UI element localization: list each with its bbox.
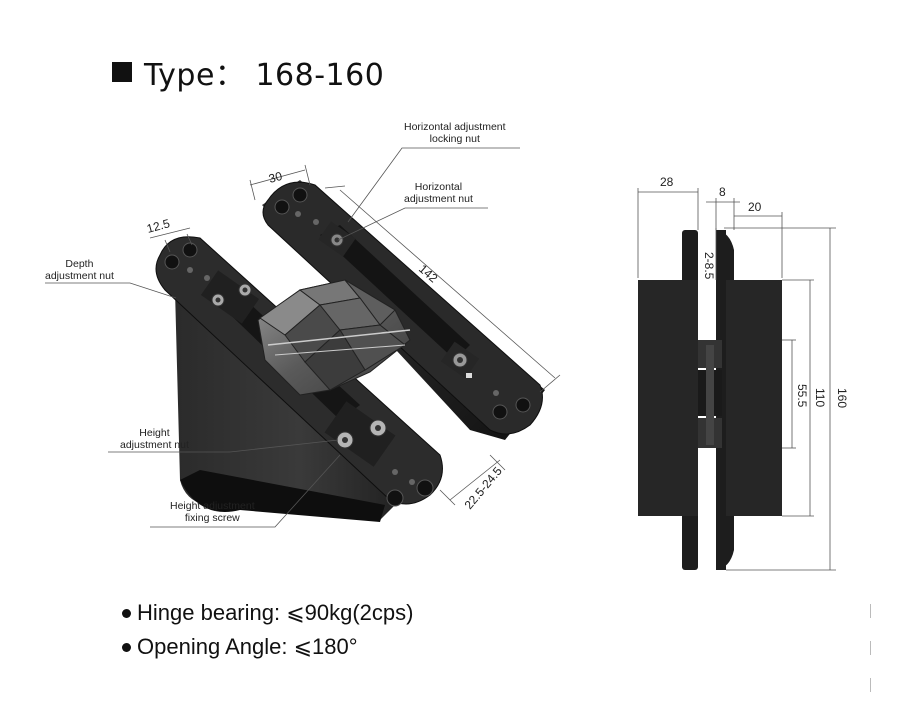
page-title: Type： 168-160 [112,50,384,94]
dim-8: 8 [719,185,726,199]
spec-hinge-bearing: Hinge bearing: ⩽90kg(2cps) [122,600,413,626]
callout-height-fixing-screw: Height adjustment fixing screw [170,500,255,524]
callout-horizontal-adjustment-nut: Horizontal adjustment nut [404,181,473,205]
callout-text: Depth adjustment nut [45,258,114,282]
callout-depth-adjustment-nut: Depth adjustment nut [45,258,114,282]
callout-text: Horizontal adjustment nut [404,181,473,205]
dim-12-5: 12.5 [145,216,171,236]
bullet-icon [122,642,131,652]
dim-22-5-24-5: 22.5-24.5 [462,464,506,512]
dim-28: 28 [660,175,674,189]
edge-tick [870,678,871,692]
hinge-side-view [638,230,782,570]
hinge-3d-view [155,180,545,522]
edge-tick [870,604,871,618]
dim-160: 160 [835,388,849,408]
dim-2-8-5: 2-8.5 [702,252,716,280]
dim-55-5: 55.5 [795,384,809,408]
square-bullet-icon [112,62,132,82]
callout-text: Horizontal adjustment locking nut [404,121,506,145]
title-text: Type： 168-160 [144,58,385,93]
edge-tick [870,641,871,655]
callout-height-adjustment-nut: Height adjustment nut [120,427,189,451]
callout-text: Height adjustment nut [120,427,189,451]
spec-text: Hinge bearing: ⩽90kg(2cps) [137,600,414,625]
spec-opening-angle: Opening Angle: ⩽180° [122,634,358,660]
dim-30: 30 [267,169,284,186]
dim-110: 110 [813,388,827,407]
hinge-knuckle [257,279,411,396]
spec-text: Opening Angle: ⩽180° [137,634,358,659]
callout-lines [45,147,520,528]
callout-horizontal-locking-nut: Horizontal adjustment locking nut [404,121,506,145]
dim-20: 20 [748,200,762,214]
dimension-lines-right [637,188,836,571]
bullet-icon [122,608,131,618]
dimension-lines-left [149,164,561,506]
callout-text: Height adjustment fixing screw [170,500,255,524]
